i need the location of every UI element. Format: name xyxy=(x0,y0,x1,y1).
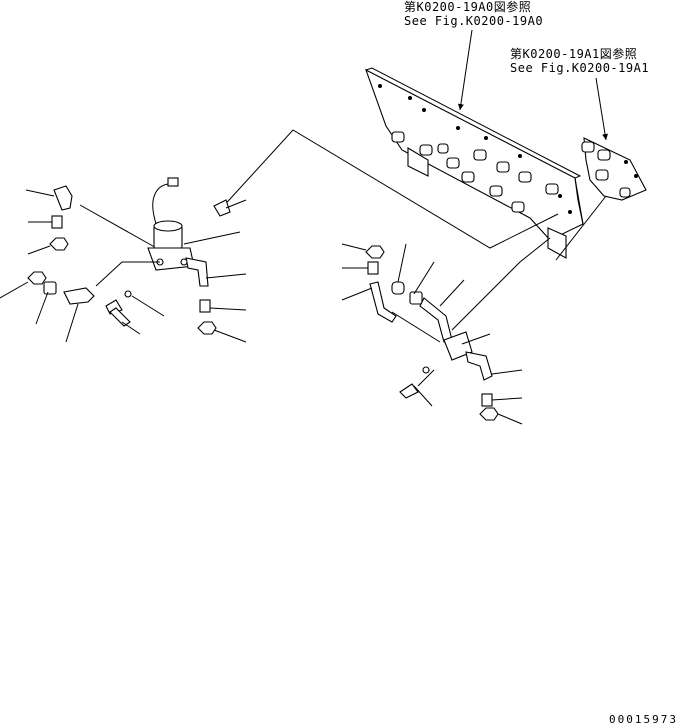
reference-japanese-19a1: 第K0200-19A1図参照 xyxy=(510,47,638,61)
leader-lines-left xyxy=(0,189,247,343)
reference-japanese-19a0: 第K0200-19A0図参照 xyxy=(404,0,532,14)
tube-route-right xyxy=(451,237,551,331)
tube-route-upper xyxy=(219,129,559,249)
drawing-number: 00015973 xyxy=(609,713,678,726)
reference-arrow-19a0 xyxy=(457,29,473,111)
reference-arrow-19a1 xyxy=(595,77,609,141)
reference-english-19a1: See Fig.K0200-19A1 xyxy=(510,61,650,75)
reference-note-19a0: 第K0200-19A0図参照 See Fig.K0200-19A0 xyxy=(404,0,543,28)
tube-route-link xyxy=(555,195,607,261)
leader-lines-right xyxy=(341,243,523,425)
right-parts xyxy=(365,245,499,421)
solenoid-valve-assembly xyxy=(147,177,209,287)
reference-english-19a0: See Fig.K0200-19A0 xyxy=(404,14,544,28)
clamp-left xyxy=(213,199,231,217)
valve-block-19a0 xyxy=(365,67,584,259)
reference-note-19a1: 第K0200-19A1図参照 See Fig.K0200-19A1 xyxy=(510,47,649,75)
valve-block-19a1 xyxy=(581,137,647,201)
left-parts xyxy=(27,185,217,335)
leader-line-elbow xyxy=(79,204,161,251)
